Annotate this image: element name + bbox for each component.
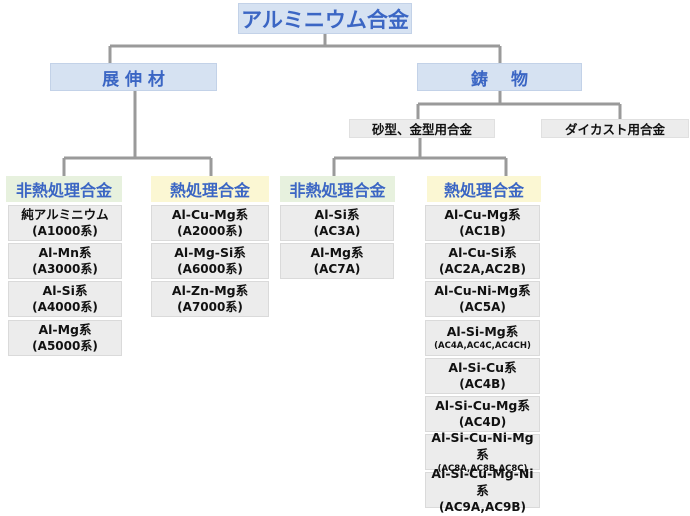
alloy-item: Al-Mg系(AC7A) — [280, 243, 394, 280]
alloy-name: Al-Mg系 — [38, 321, 92, 337]
alloy-name: Al-Si系 — [314, 207, 360, 222]
alloy-code: (AC2A,AC2B) — [438, 262, 527, 277]
sand-mold-node: 砂型、金型用合金 — [349, 119, 495, 138]
alloy-name: Al-Si-Cu-Mg-Ni系 — [431, 465, 534, 498]
alloy-code: (A4000系) — [32, 300, 98, 315]
alloy-item: Al-Zn-Mg系(A7000系) — [151, 281, 269, 318]
alloy-code: (AC1B) — [459, 224, 506, 238]
alloy-item: Al-Si-Cu-Ni-Mg系(AC8A,AC8B,AC8C) — [425, 430, 540, 474]
wrought-heat-category: 熱処理合金 — [151, 176, 269, 202]
alloy-item: Al-Cu-Ni-Mg系(AC5A) — [425, 281, 540, 318]
alloy-code: (AC7A) — [313, 262, 361, 277]
alloy-item: Al-Mg系(A5000系) — [8, 319, 122, 356]
alloy-item: Al-Cu-Mg系 (A2000系) — [151, 205, 269, 241]
alloy-name: Al-Si-Cu-Ni-Mg系 — [431, 430, 534, 463]
alloy-item: Al-Si系(A4000系) — [8, 281, 122, 318]
alloy-name: Al-Cu-Mg系 — [171, 207, 249, 222]
die-cast-node: ダイカスト用合金 — [541, 119, 689, 138]
alloy-code: (A6000系) — [177, 262, 243, 277]
alloy-code: (AC3A) — [313, 224, 361, 238]
wrought-node: 展 伸 材 — [50, 63, 217, 91]
alloy-name: 純アルミニウム — [21, 207, 109, 222]
alloy-item: Al-Mg-Si系(A6000系) — [151, 243, 269, 280]
alloy-name: Al-Si系 — [42, 283, 88, 299]
alloy-name: Al-Cu-Mg系 — [444, 207, 521, 222]
alloy-item: Al-Si系 (AC3A) — [280, 205, 394, 241]
alloy-name: Al-Zn-Mg系 — [171, 283, 249, 299]
alloy-item: Al-Cu-Mg系 (AC1B) — [425, 205, 540, 241]
alloy-code: (AC8A,AC8B,AC8C) — [437, 464, 528, 475]
alloy-name: Al-Mg系 — [310, 245, 364, 261]
alloy-code: (A3000系) — [32, 262, 98, 277]
alloy-code: (A2000系) — [177, 224, 243, 238]
alloy-name: Al-Si-Mg系 — [446, 324, 519, 340]
alloy-item: 純アルミニウム (A1000系) — [8, 205, 122, 241]
alloy-code: (AC5A) — [459, 300, 506, 315]
alloy-name: Al-Si-Cu-Mg系 — [435, 398, 530, 413]
alloy-name: Al-Si-Cu系 — [448, 359, 517, 375]
alloy-item: Al-Si-Cu系(AC4B) — [425, 357, 540, 394]
alloy-code: (AC4D) — [458, 415, 507, 429]
alloy-item: Al-Si-Cu-Mg系 (AC4D) — [425, 396, 540, 432]
alloy-item: Al-Si-Cu-Mg-Ni系(AC9A,AC9B) — [425, 466, 540, 514]
wrought-non-heat-category: 非熱処理合金 — [6, 176, 122, 202]
alloy-code: (AC9A,AC9B) — [438, 499, 527, 514]
alloy-name: Al-Mn系 — [38, 245, 92, 261]
alloy-code: (A1000系) — [32, 224, 98, 238]
alloy-item: Al-Mn系(A3000系) — [8, 243, 122, 280]
alloy-item: Al-Si-Mg系(AC4A,AC4C,AC4CH) — [425, 319, 540, 356]
casting-node: 鋳 物 — [417, 63, 582, 91]
alloy-code: (AC4A,AC4C,AC4CH) — [434, 341, 531, 352]
root-node: アルミニウム合金 — [238, 3, 412, 34]
alloy-code: (A5000系) — [32, 338, 98, 353]
alloy-name: Al-Cu-Ni-Mg系 — [434, 283, 531, 299]
alloy-code: (AC4B) — [459, 376, 506, 391]
alloy-item: Al-Cu-Si系(AC2A,AC2B) — [425, 243, 540, 280]
alloy-name: Al-Mg-Si系 — [174, 245, 246, 261]
casting-heat-category: 熱処理合金 — [427, 176, 541, 202]
casting-non-heat-category: 非熱処理合金 — [280, 176, 395, 202]
alloy-name: Al-Cu-Si系 — [448, 245, 517, 261]
alloy-code: (A7000系) — [177, 300, 243, 315]
